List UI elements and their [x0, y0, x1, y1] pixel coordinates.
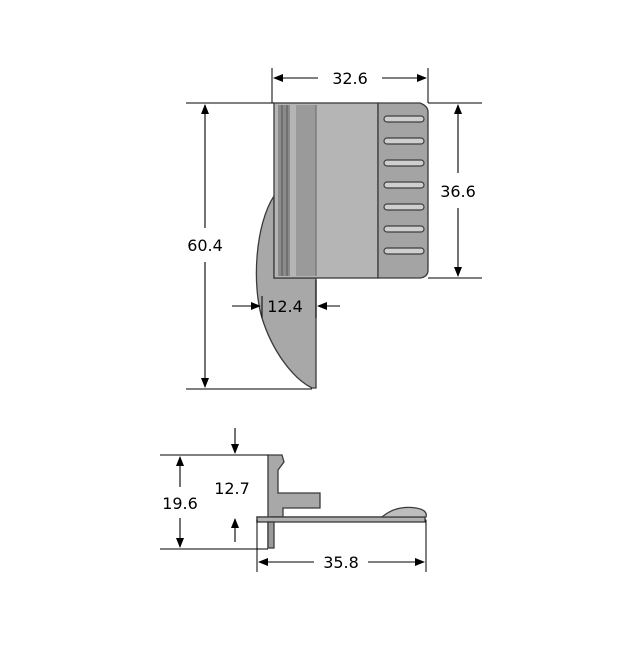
- side-view-dimensions: 19.6 12.7 35.8: [160, 428, 427, 572]
- dim-height-total-label: 60.4: [187, 236, 223, 255]
- top-view-grip: [377, 102, 429, 279]
- dim-tab-label: 12.4: [267, 297, 303, 316]
- top-view-tab: [255, 193, 317, 389]
- top-view-rail: [278, 105, 290, 276]
- side-view-grip-bump: [380, 506, 427, 518]
- top-view-dimensions: 32.6 60.4 36.6 12.4: [186, 68, 482, 390]
- dim-length-label: 35.8: [323, 553, 359, 572]
- grip-ridges: [383, 115, 425, 255]
- top-view-body: [273, 102, 379, 279]
- top-view-channel: [296, 105, 316, 276]
- side-view-part: [256, 454, 427, 549]
- dim-width-label: 32.6: [332, 69, 368, 88]
- side-view-stub: [267, 521, 275, 549]
- dim-step-label: 12.7: [214, 479, 250, 498]
- side-view-profile: [267, 454, 321, 548]
- dim-side-height-label: 19.6: [162, 494, 198, 513]
- dim-height-grip-label: 36.6: [440, 182, 476, 201]
- side-view-plate-base: [256, 516, 426, 523]
- top-view-part: [255, 102, 429, 389]
